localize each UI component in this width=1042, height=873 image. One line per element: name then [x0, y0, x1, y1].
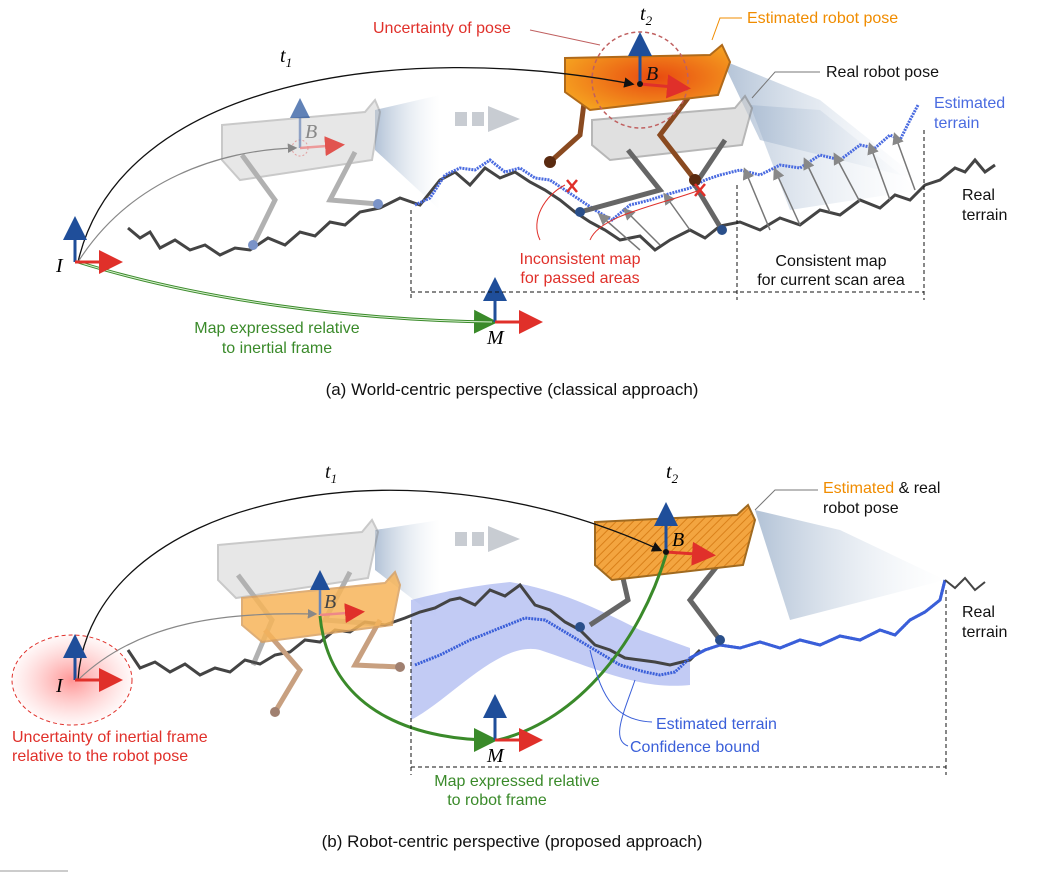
- map-relation-arrow: [77, 260, 498, 334]
- trajectory-arc: [77, 67, 635, 263]
- estimated-robot-pose-label: Estimated robot pose: [747, 10, 898, 27]
- real-terrain-label: Real: [962, 187, 995, 204]
- frame-m-label: M: [486, 745, 505, 767]
- frame-i-label: I: [55, 255, 64, 277]
- map-relative-label: Map expressed relative: [434, 773, 600, 790]
- inertial-uncertainty-label-2: relative to the robot pose: [12, 748, 188, 765]
- inertial-uncertainty-label: Uncertainty of inertial frame: [12, 729, 208, 746]
- map-relation-arrow: [318, 615, 498, 752]
- caption-a: (a) World-centric perspective (classical…: [326, 380, 699, 399]
- real-terrain: [126, 582, 702, 677]
- real-terrain-label-2: terrain: [962, 207, 1007, 224]
- t2-label: t2: [666, 461, 679, 486]
- frame-b-label: B: [646, 63, 658, 85]
- real-terrain-label-2: terrain: [962, 624, 1007, 641]
- consistent-map-label-2: for current scan area: [757, 272, 905, 289]
- estimated-terrain-label: Estimated terrain: [656, 716, 777, 733]
- confidence-bound: [411, 582, 690, 720]
- consistent-map-label: Consistent map: [775, 253, 886, 270]
- estimated-terrain-label: Estimated: [934, 95, 1005, 112]
- t1-label: t1: [280, 45, 292, 70]
- map-relative-label-2: to robot frame: [447, 792, 547, 809]
- confidence-bound-label: Confidence bound: [630, 739, 760, 756]
- frame-b-label: B: [672, 529, 684, 551]
- panel-b: B B I M t1 t2 Estimated &: [11, 461, 1007, 851]
- frame-m-label: M: [486, 327, 505, 349]
- estimated-real-pose-label: Estimated & real: [823, 480, 940, 497]
- frame-i-label: I: [55, 675, 64, 697]
- real-terrain-label: Real: [962, 604, 995, 621]
- estimated-terrain: [414, 104, 920, 222]
- map-relative-label-2: to inertial frame: [222, 340, 332, 357]
- panel-a: B B I: [55, 3, 1007, 399]
- frame-b-label: B: [324, 591, 336, 613]
- motion-arrow-icon: [455, 526, 520, 552]
- inconsistent-map-label-2: for passed areas: [520, 270, 639, 287]
- t2-label: t2: [640, 3, 653, 28]
- trajectory-arc: [77, 489, 663, 681]
- scan-rays: [597, 132, 916, 251]
- caption-b: (b) Robot-centric perspective (proposed …: [322, 832, 703, 851]
- motion-arrow-icon: [455, 106, 520, 132]
- scan-cone: [375, 95, 440, 210]
- inconsistent-mark-icon: [566, 179, 706, 197]
- estimated-real-pose-label-2: robot pose: [823, 500, 899, 517]
- estimated-terrain-label-2: terrain: [934, 115, 979, 132]
- inconsistent-map-label: Inconsistent map: [520, 251, 641, 268]
- uncertainty-of-pose-label: Uncertainty of pose: [373, 20, 511, 37]
- frame-b-label: B: [305, 121, 317, 143]
- real-robot-pose-label: Real robot pose: [826, 64, 939, 81]
- real-robot-pose: [591, 94, 754, 162]
- map-relative-label: Map expressed relative: [194, 320, 360, 337]
- t1-label: t1: [325, 461, 337, 486]
